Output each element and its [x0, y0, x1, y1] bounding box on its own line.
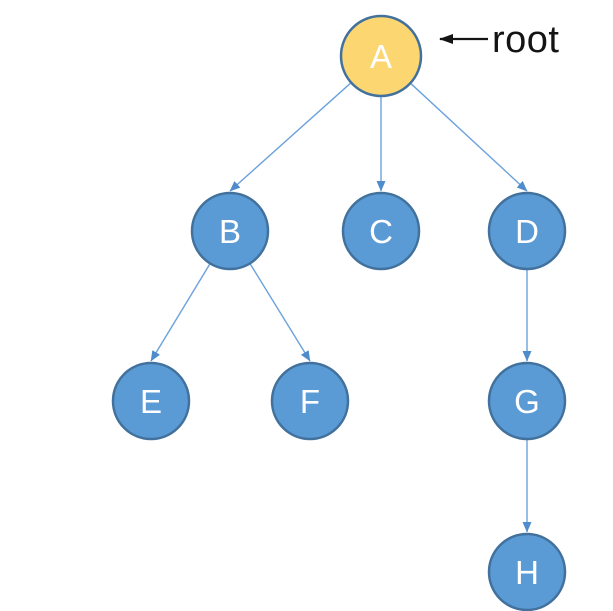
edge-A-B	[229, 82, 351, 192]
edge-A-D	[410, 83, 528, 192]
node-F-circle	[270, 361, 350, 441]
nodes-layer: A B C D E F G H	[111, 14, 567, 611]
node-H-circle	[487, 532, 567, 611]
node-C: C	[341, 191, 421, 271]
node-F-label: F	[300, 383, 320, 420]
node-H: H	[487, 532, 567, 611]
node-F: F	[270, 361, 350, 441]
root-annotation: root	[439, 19, 559, 61]
node-A: A	[339, 14, 423, 98]
node-A-circle	[339, 14, 423, 98]
root-annotation-label: root	[492, 19, 559, 61]
node-E-label: E	[140, 383, 162, 420]
node-D-circle	[487, 191, 567, 271]
node-D: D	[487, 191, 567, 271]
node-B-circle	[190, 191, 270, 271]
node-C-circle	[341, 191, 421, 271]
node-C-label: C	[369, 213, 393, 250]
node-G-circle	[487, 361, 567, 441]
node-E-circle	[111, 361, 191, 441]
node-E: E	[111, 361, 191, 441]
edge-B-E	[150, 263, 211, 362]
node-G: G	[487, 361, 567, 441]
node-D-label: D	[515, 213, 539, 250]
node-B: B	[190, 191, 270, 271]
edges-layer	[150, 82, 532, 533]
node-A-label: A	[370, 38, 392, 75]
node-H-label: H	[515, 554, 539, 591]
node-G-label: G	[514, 383, 540, 420]
edge-B-F	[249, 263, 311, 362]
node-B-label: B	[219, 213, 241, 250]
